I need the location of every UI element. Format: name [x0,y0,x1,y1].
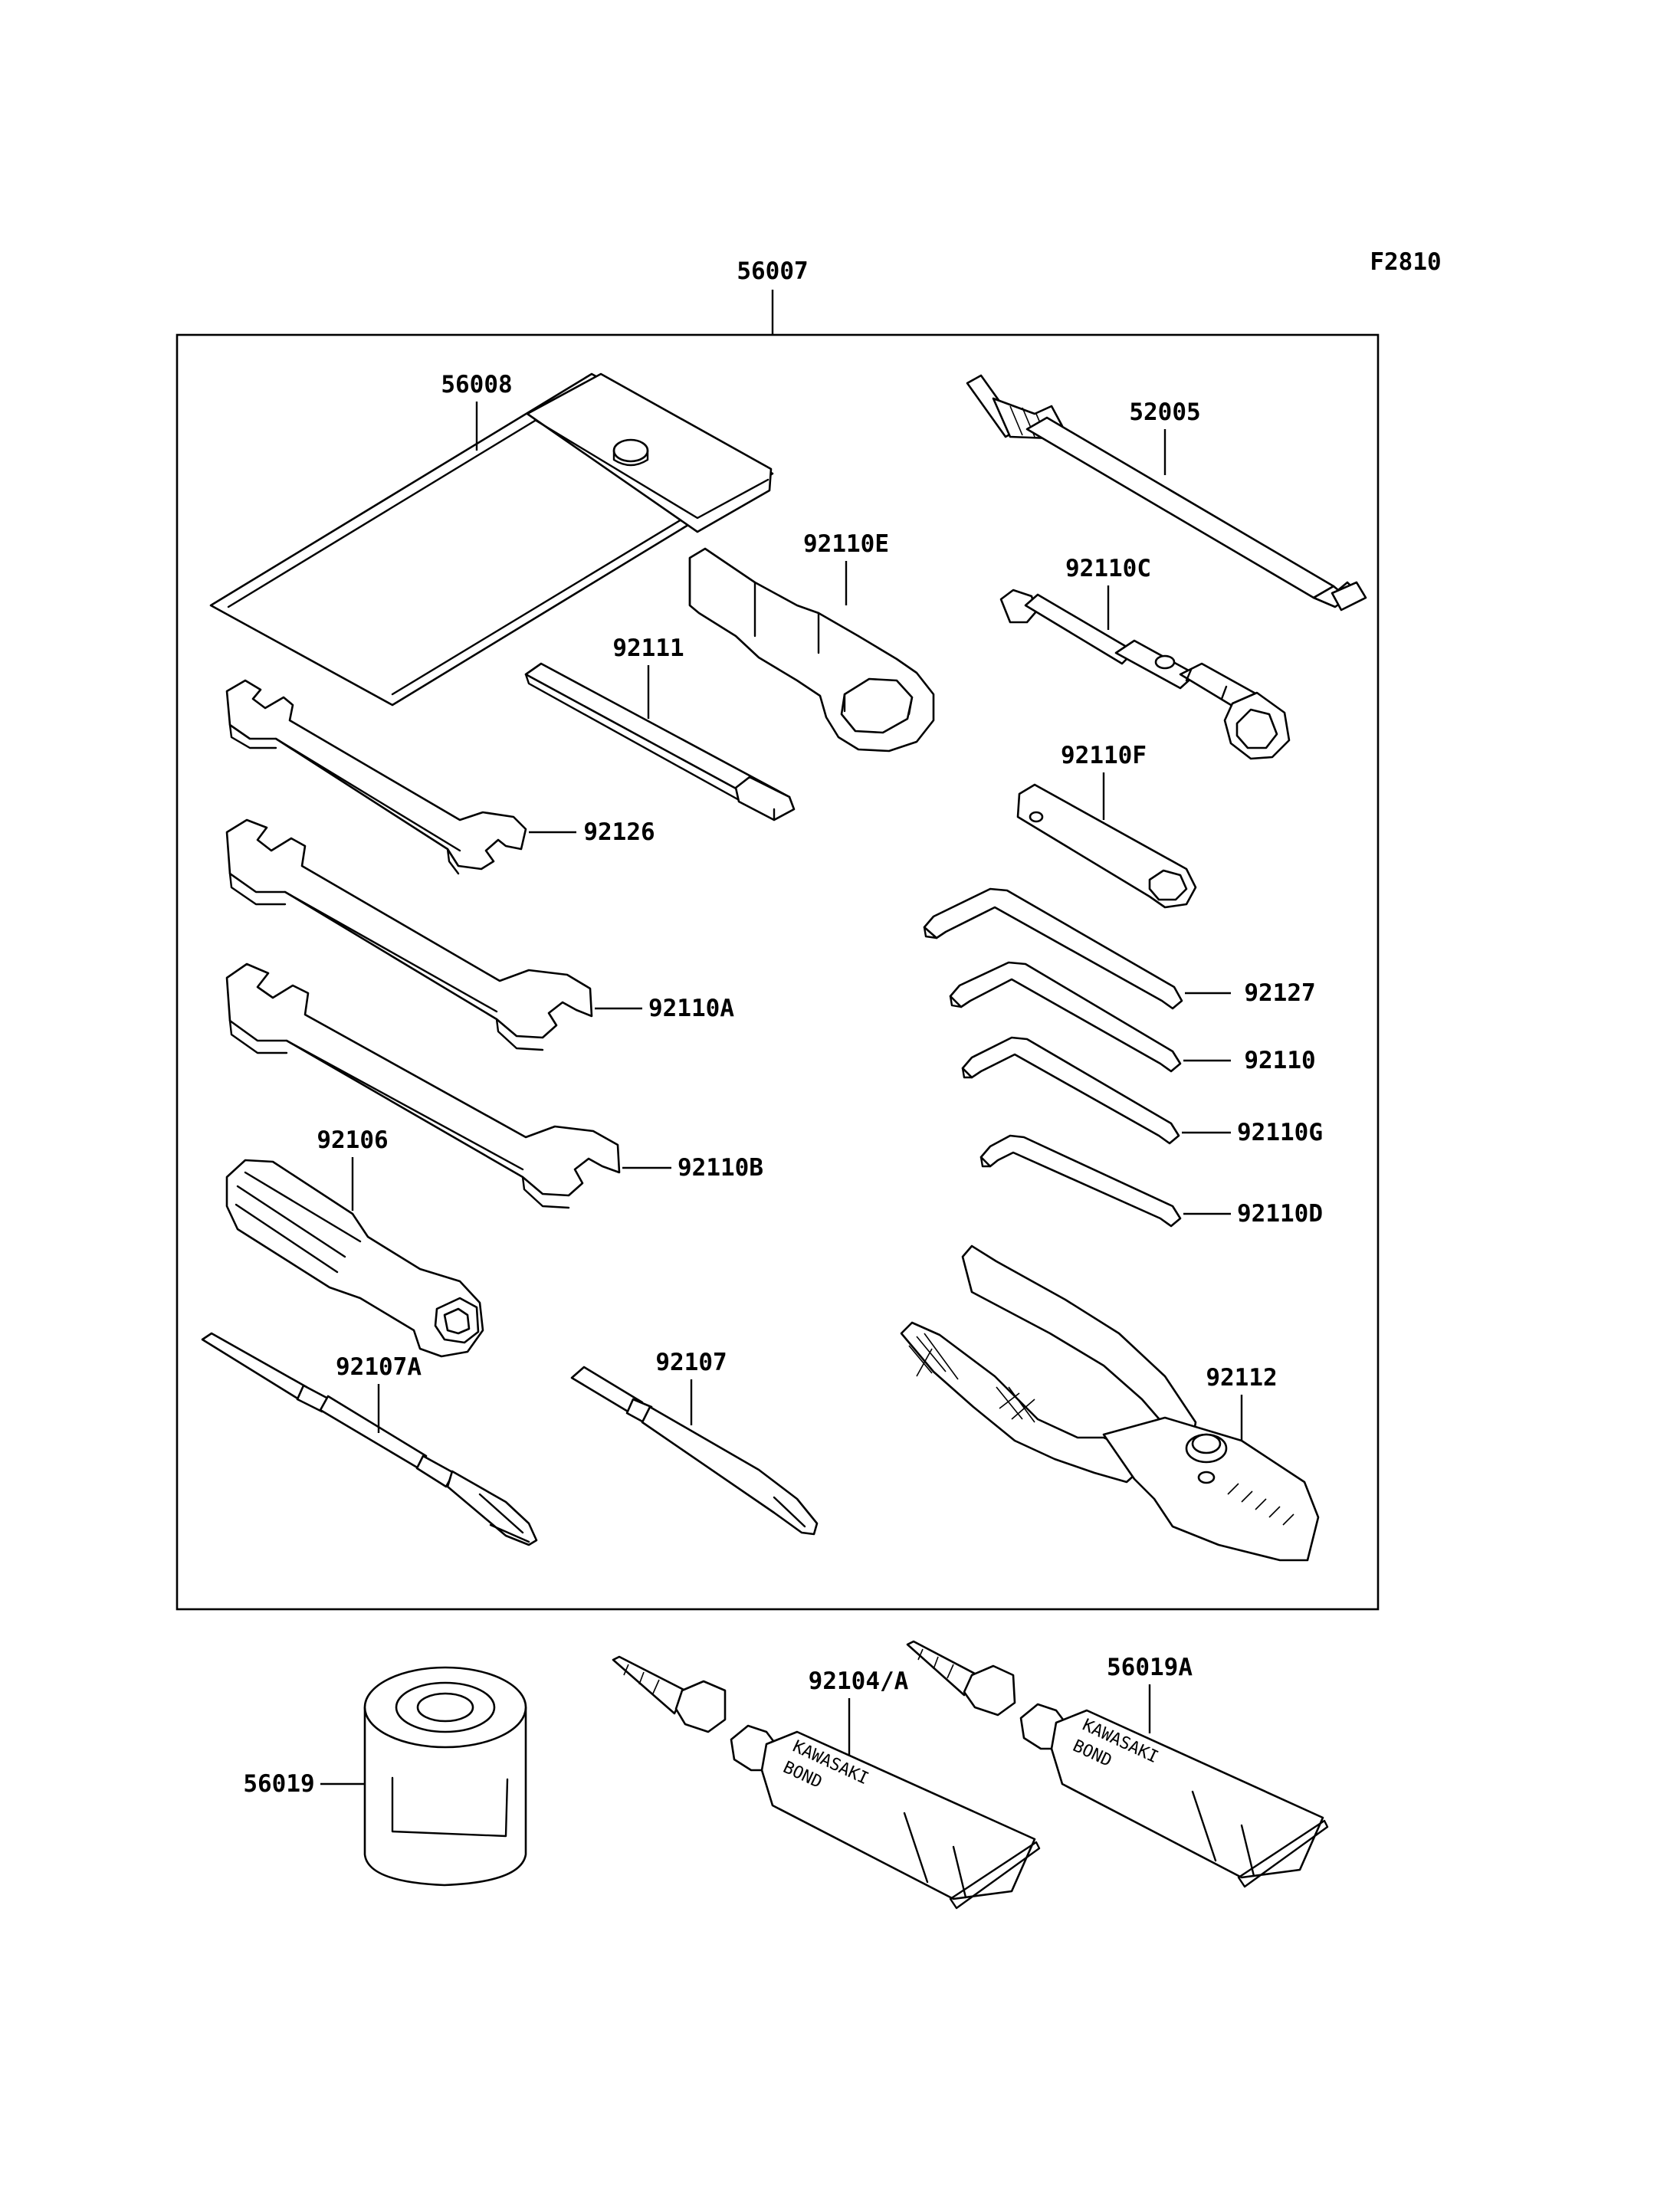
label-92110: 92110 [1244,1047,1315,1074]
label-92126: 92126 [583,818,655,846]
hex-key-92110D[interactable] [979,1134,1182,1228]
hex-key-92110G[interactable] [961,1036,1180,1145]
pliers-92112[interactable] [900,1244,1320,1562]
label-56008: 56008 [441,371,512,398]
hex-key-92110[interactable] [949,961,1182,1073]
label-92110A: 92110A [648,995,734,1022]
label-92112: 92112 [1206,1364,1277,1392]
label-56019A: 56019A [1107,1654,1193,1681]
label-92110G: 92110G [1237,1119,1323,1146]
label-92106: 92106 [317,1126,388,1154]
label-92107A: 92107A [336,1353,422,1381]
wrench-92110A[interactable] [225,818,593,1051]
label-92110D: 92110D [1237,1200,1323,1228]
label-92110F: 92110F [1061,742,1147,769]
bit-92107[interactable] [570,1366,819,1536]
label-52005: 52005 [1129,398,1200,426]
wrench-92126[interactable] [225,679,527,875]
label-92107: 92107 [655,1349,727,1376]
double-bit-92107A[interactable] [201,1332,538,1546]
label-92104A: 92104/A [809,1667,909,1695]
screwdriver-handle-92106[interactable] [225,1159,484,1358]
wrench-92110B[interactable] [225,962,621,1209]
label-92110E: 92110E [803,530,889,558]
figure-code: F2810 [1370,248,1441,276]
label-92110C: 92110C [1065,555,1151,582]
box-socket-92110F[interactable] [1016,783,1197,909]
hex-key-92127[interactable] [923,887,1183,1010]
label-92111: 92111 [612,635,684,662]
box-wrench-92110E[interactable] [688,547,935,753]
kit-label: 56007 [737,257,808,285]
kit-frame [176,333,1380,1611]
label-92127: 92127 [1244,979,1315,1007]
label-56019: 56019 [243,1770,314,1798]
plug-socket-92110C[interactable] [999,589,1291,760]
tool-52005[interactable] [966,374,1367,612]
oil-filter-56019[interactable] [363,1666,527,1887]
label-92110B: 92110B [678,1154,763,1182]
bar-92111[interactable] [524,662,796,821]
tool-bag-56008[interactable] [209,372,774,707]
